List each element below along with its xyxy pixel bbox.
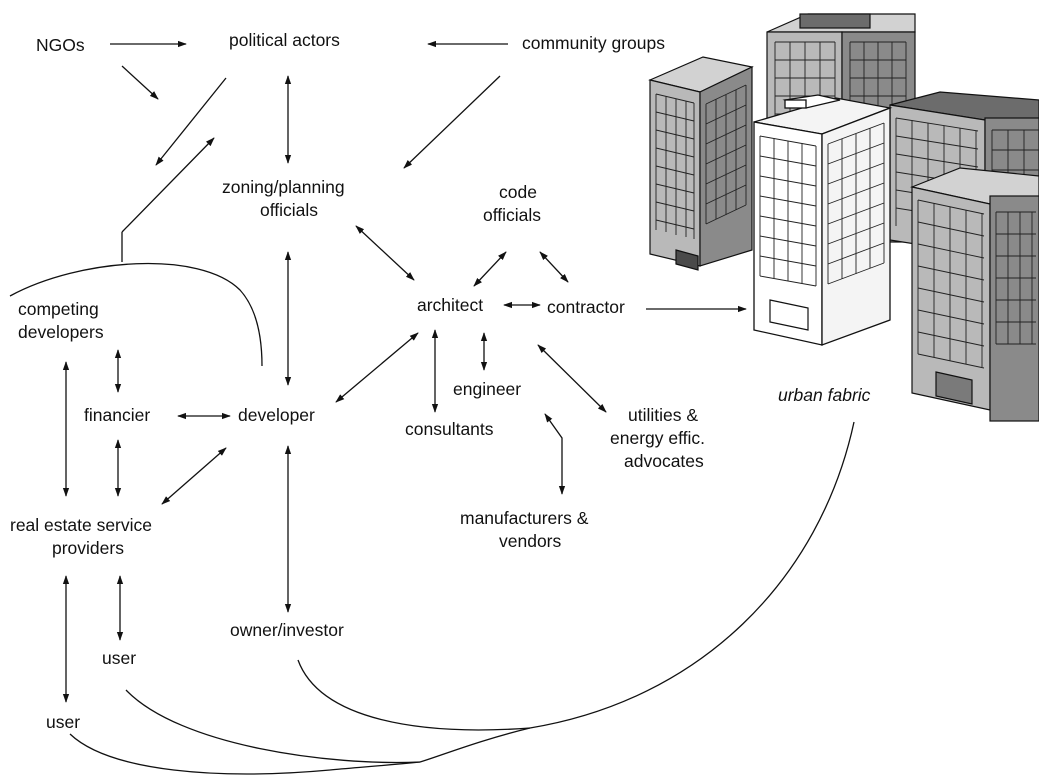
curve-owner-to-fabric [297, 659, 531, 731]
node-competing-line1: competing [18, 299, 99, 319]
node-financier: financier [84, 405, 150, 425]
node-developer: developer [238, 405, 315, 425]
arrow-architect-developer [335, 332, 419, 403]
node-urban-fabric: urban fabric [778, 385, 871, 405]
arrow-architect-utilities [537, 344, 607, 413]
node-utilities-line2: energy effic. [610, 428, 705, 448]
node-realestate-line2: providers [52, 538, 124, 558]
node-labels: NGOs political actors community groups z… [10, 30, 871, 732]
node-code-line2: officials [483, 205, 541, 225]
node-utilities-line3: advocates [624, 451, 704, 471]
arc-competing-developers [9, 262, 263, 367]
curve-user-lower-to-fabric [69, 733, 331, 775]
node-zoning-line2: officials [260, 200, 318, 220]
arrow-zoning-architect [355, 225, 415, 281]
arrow-ngos-diagonal [121, 65, 159, 100]
node-user-lower: user [46, 712, 80, 732]
node-code-line1: code [499, 182, 537, 202]
arrow-code-architect [473, 251, 507, 287]
arrow-community-to-zoning [403, 75, 501, 169]
arrow-developer-realestate [161, 447, 227, 505]
node-competing-line2: developers [18, 322, 104, 342]
node-political-actors: political actors [229, 30, 340, 50]
node-contractor: contractor [547, 297, 625, 317]
urban-buildings-illustration [648, 13, 1039, 422]
node-engineer: engineer [453, 379, 521, 399]
node-architect: architect [417, 295, 483, 315]
node-utilities-line1: utilities & [628, 405, 698, 425]
arrow-competing-to-political [121, 137, 215, 233]
relationship-arrows [62, 40, 747, 703]
node-manufacturers-line1: manufacturers & [460, 508, 589, 528]
node-owner-investor: owner/investor [230, 620, 344, 640]
node-manufacturers-line2: vendors [499, 531, 562, 551]
building-front-right [909, 167, 1039, 422]
arrow-engineer-manufacturers [544, 413, 566, 495]
node-user-upper: user [102, 648, 136, 668]
arrow-code-contractor [539, 251, 569, 283]
curved-connectors [9, 262, 855, 775]
node-consultants: consultants [405, 419, 494, 439]
building-highlight-white [753, 94, 893, 346]
curve-user-upper-to-fabric [125, 689, 421, 764]
node-realestate-line1: real estate service [10, 515, 152, 535]
node-zoning-line1: zoning/planning [222, 177, 345, 197]
building-left [648, 56, 754, 271]
arrow-political-down-left [155, 77, 227, 166]
node-community-groups: community groups [522, 33, 665, 53]
node-ngos: NGOs [36, 35, 85, 55]
curve-urban-fabric-sweep [329, 421, 855, 771]
